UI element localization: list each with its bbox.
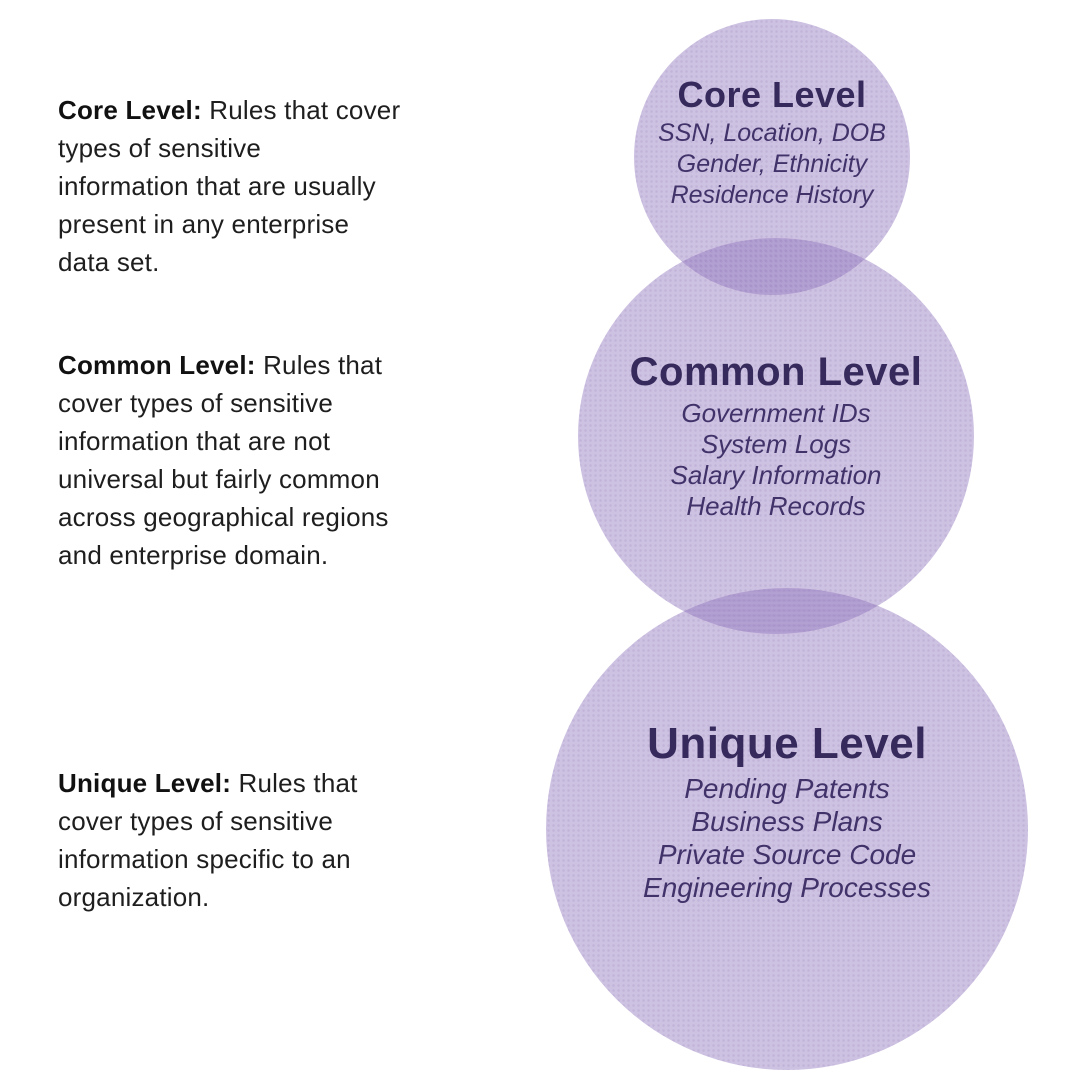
- core-level-item: SSN, Location, DOB: [658, 119, 886, 147]
- common-level-item: Government IDs: [681, 398, 871, 428]
- unique-level-item: Business Plans: [691, 806, 883, 837]
- core-level-circle-title: Core Level: [677, 74, 867, 115]
- common-level-description-text: Rules that cover types of sensitive info…: [58, 350, 389, 570]
- core-level-description: Core Level: Rules that cover types of se…: [58, 91, 528, 281]
- core-level-circle-items: SSN, Location, DOB Gender, Ethnicity Res…: [634, 118, 910, 211]
- common-level-item: Health Records: [686, 491, 866, 521]
- core-level-description-text: Rules that cover types of sensitive info…: [58, 95, 401, 277]
- unique-level-item: Engineering Processes: [643, 872, 931, 903]
- unique-level-description-text: Rules that cover types of sensitive info…: [58, 768, 358, 912]
- common-level-item: Salary Information: [670, 460, 882, 490]
- unique-level-item: Pending Patents: [684, 773, 890, 804]
- common-level-circle-title: Common Level: [629, 350, 923, 394]
- common-level-item: System Logs: [700, 429, 852, 459]
- common-level-description-label: Common Level:: [58, 350, 256, 380]
- unique-level-description-label: Unique Level:: [58, 768, 232, 798]
- unique-level-item: Private Source Code: [657, 839, 917, 870]
- common-level-circle-items: Government IDs System Logs Salary Inform…: [578, 398, 974, 522]
- unique-level-description: Unique Level: Rules that cover types of …: [58, 764, 528, 916]
- core-level-description-label: Core Level:: [58, 95, 202, 125]
- core-level-item: Residence History: [670, 181, 874, 209]
- core-level-item: Gender, Ethnicity: [676, 150, 868, 178]
- common-level-description: Common Level: Rules that cover types of …: [58, 346, 528, 574]
- core-level-circle: Core Level SSN, Location, DOB Gender, Et…: [634, 19, 910, 295]
- unique-level-circle-items: Pending Patents Business Plans Private S…: [546, 772, 1028, 904]
- unique-level-circle: Unique Level Pending Patents Business Pl…: [546, 588, 1028, 1070]
- unique-level-circle-title: Unique Level: [647, 719, 927, 768]
- common-level-circle: Common Level Government IDs System Logs …: [578, 238, 974, 634]
